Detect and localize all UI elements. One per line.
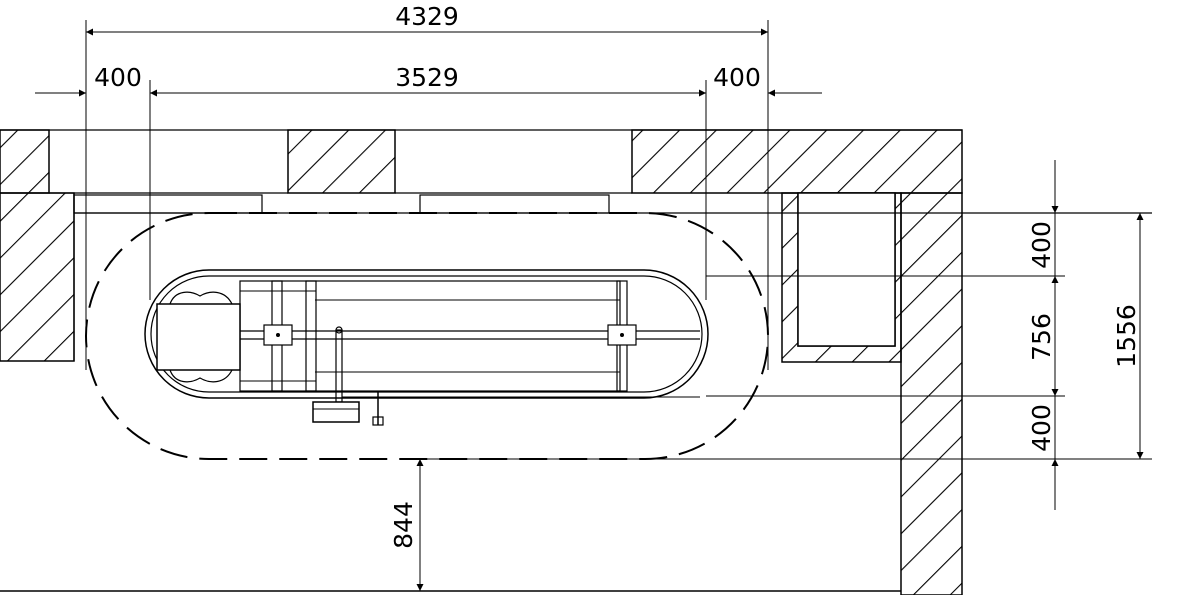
wall-top-right	[631, 129, 963, 194]
window-sill-left	[73, 194, 263, 214]
wall-left-lower	[0, 192, 75, 362]
dim-top-clearance: 400	[1027, 221, 1056, 269]
walls	[0, 129, 963, 595]
conveyor-outer-rail	[144, 269, 709, 399]
wall-left-column	[0, 129, 50, 194]
drive-unit	[156, 303, 241, 371]
conveyor-inner-rail	[150, 275, 703, 393]
conveyor	[85, 212, 769, 460]
dim-right-clearance: 400	[713, 63, 761, 92]
dim-bottom-clearance: 400	[1027, 404, 1056, 452]
dim-front-gap: 844	[389, 501, 418, 549]
dim-conveyor-width: 756	[1027, 313, 1056, 361]
window-sill-right	[419, 194, 610, 214]
wall-right	[900, 192, 963, 595]
dimension-lines	[35, 20, 1152, 591]
dim-overall-depth: 1556	[1112, 304, 1141, 368]
cross-member-2	[305, 280, 317, 392]
motor-box	[312, 401, 360, 423]
dim-conveyor-length: 3529	[395, 63, 459, 92]
niche-opening	[797, 192, 896, 347]
conveyor-frame	[239, 280, 621, 392]
sensor	[372, 416, 384, 426]
wall-top-middle	[287, 129, 396, 194]
dim-left-clearance: 400	[94, 63, 142, 92]
dim-overall-width: 4329	[395, 2, 459, 31]
